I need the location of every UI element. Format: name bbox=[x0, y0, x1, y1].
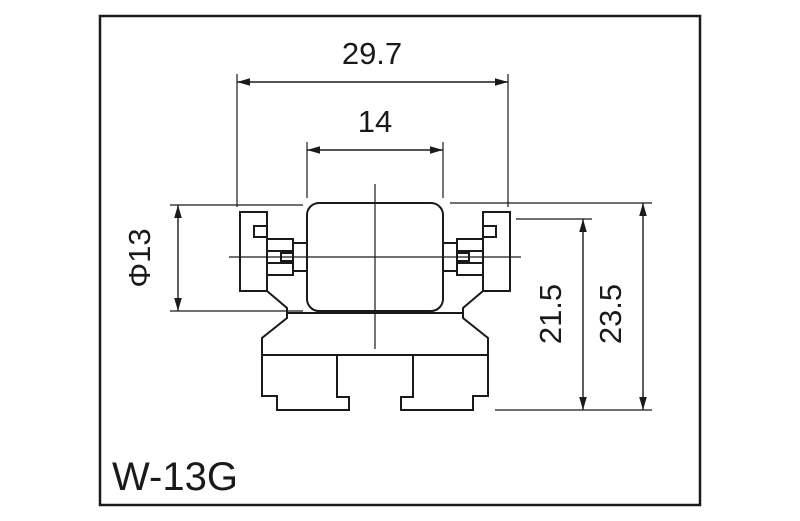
dim-overall-width: 29.7 bbox=[236, 36, 509, 207]
part-number-label: W-13G bbox=[112, 455, 238, 499]
dim-roller-diameter: Φ13 bbox=[122, 204, 303, 312]
right-bracket bbox=[442, 211, 511, 292]
dim-roller-width-label: 14 bbox=[358, 104, 392, 139]
dim-overall-width-label: 29.7 bbox=[342, 36, 402, 71]
dim-height-overall: 23.5 bbox=[450, 202, 652, 411]
dim-roller-width: 14 bbox=[306, 104, 444, 198]
left-bracket bbox=[239, 211, 308, 292]
dim-height-to-flange: 21.5 bbox=[516, 218, 592, 410]
dim-height-to-flange-label: 21.5 bbox=[533, 284, 568, 344]
dim-height-overall-label: 23.5 bbox=[593, 284, 628, 344]
dim-roller-diameter-label: Φ13 bbox=[122, 228, 157, 287]
drawing-border bbox=[98, 14, 702, 507]
